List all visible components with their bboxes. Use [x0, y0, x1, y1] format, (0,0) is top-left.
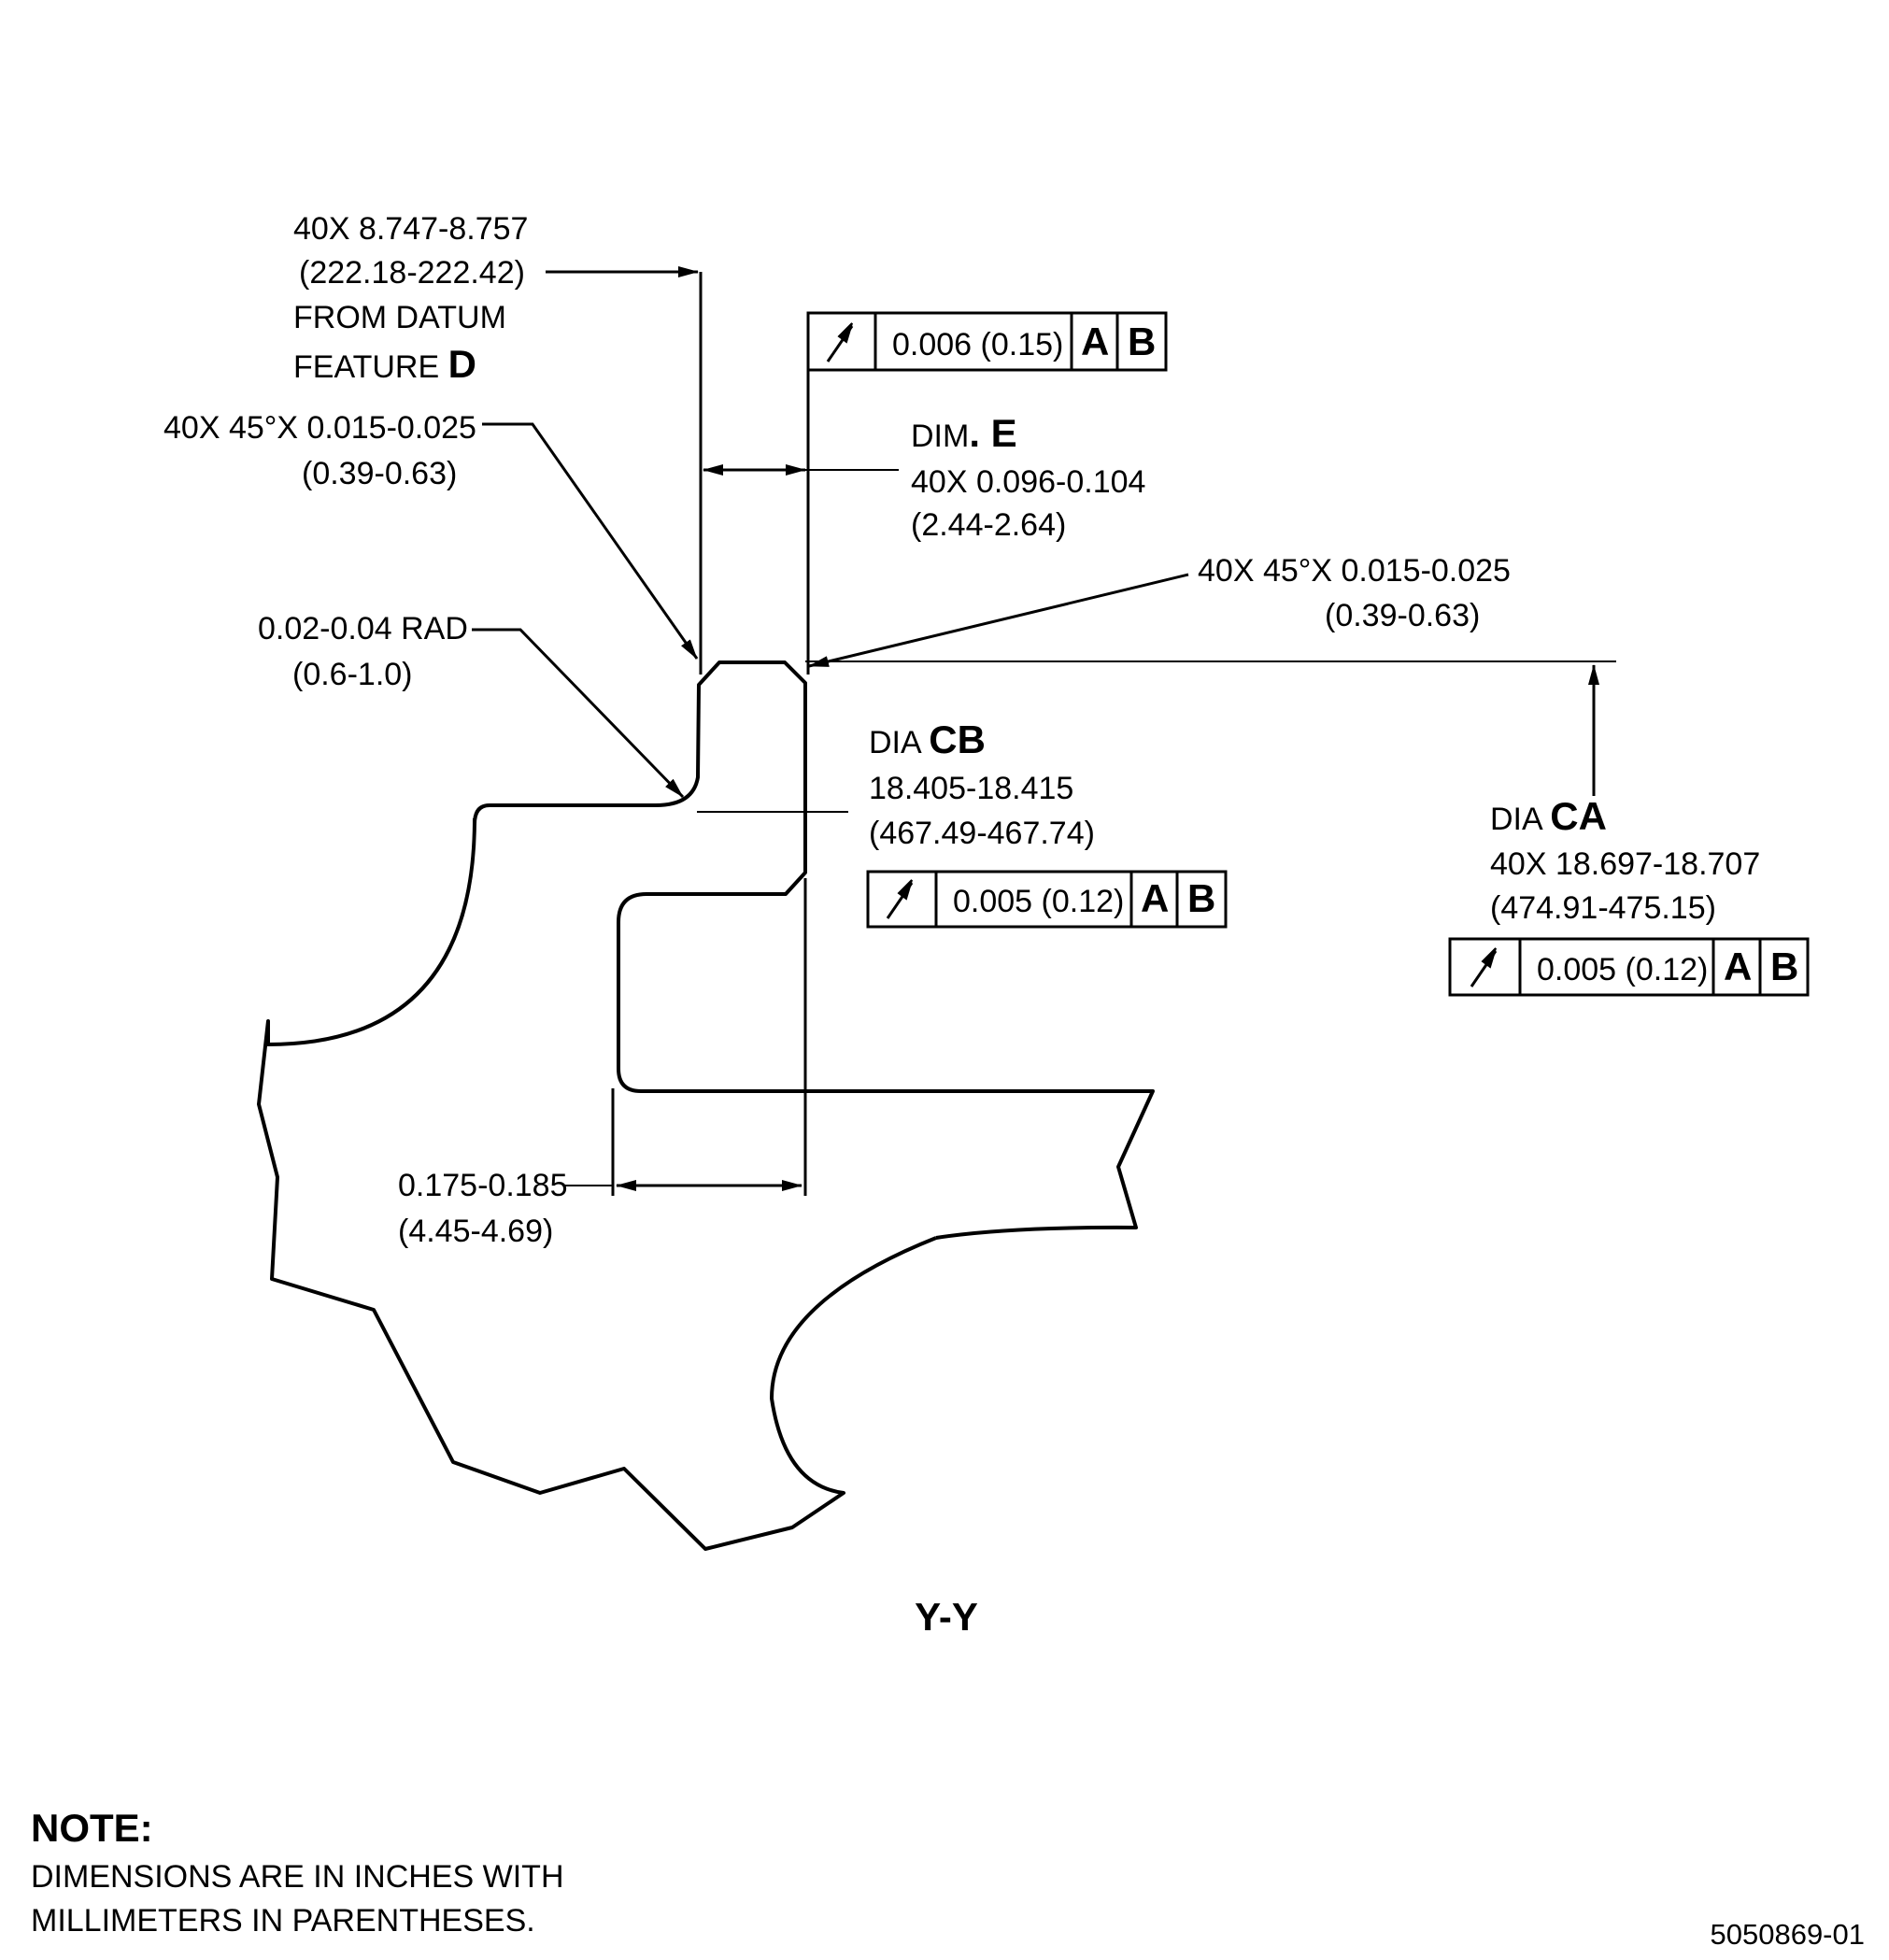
- note: NOTE: DIMENSIONS ARE IN INCHES WITH MILL…: [31, 1806, 564, 1939]
- datum-d-line1: 40X 8.747-8.757: [293, 211, 528, 247]
- dia-cb-prefix: DIA: [869, 725, 929, 760]
- dia-cb-line2: 18.405-18.415: [869, 771, 1073, 806]
- fcf-ca-tolerance: 0.005 (0.12): [1537, 952, 1708, 987]
- chamfer-right-leader: [808, 573, 1189, 668]
- fcf-cb: 0.005 (0.12) A B: [866, 870, 1228, 929]
- datum-d-line2: (222.18-222.42): [299, 255, 525, 291]
- dim-e-prefix: DIM: [911, 419, 969, 454]
- chamfer-left-line1: 40X 45°X 0.015-0.025: [163, 410, 476, 446]
- runout-icon: [826, 322, 854, 362]
- dia-ca-line1: DIA CA: [1490, 794, 1607, 838]
- dim-e-callout: DIM. E 40X 0.096-0.104 (2.44-2.64): [703, 411, 1145, 543]
- note-heading: NOTE:: [31, 1806, 153, 1850]
- dia-ca-line2: 40X 18.697-18.707: [1490, 846, 1760, 882]
- fcf-cb-datum-a: A: [1141, 876, 1169, 920]
- dia-cb-line3: (467.49-467.74): [869, 816, 1095, 851]
- fcf-ca: 0.005 (0.12) A B: [1448, 937, 1810, 997]
- datum-d-callout: 40X 8.747-8.757 (222.18-222.42) FROM DAT…: [293, 211, 703, 675]
- chamfer-left-leader: [482, 422, 699, 660]
- chamfer-right-line1: 40X 45°X 0.015-0.025: [1198, 553, 1511, 589]
- note-line2: MILLIMETERS IN PARENTHESES.: [31, 1903, 535, 1939]
- dim-e-line2: 40X 0.096-0.104: [911, 464, 1145, 500]
- chamfer-left-line2: (0.39-0.63): [302, 456, 457, 491]
- tooth-profile: [473, 660, 1155, 1240]
- datum-d-prefix: FEATURE: [293, 349, 448, 385]
- dia-ca-line3: (474.91-475.15): [1490, 890, 1716, 926]
- dia-ca-letter: CA: [1550, 794, 1607, 838]
- dia-cb-letter: CB: [929, 717, 986, 761]
- radius-leader: [472, 628, 685, 799]
- radius-line2: (0.6-1.0): [292, 657, 413, 692]
- runout-icon: [886, 879, 914, 919]
- chamfer-right-callout: 40X 45°X 0.015-0.025 (0.39-0.63): [808, 553, 1511, 668]
- break-line-left: [257, 817, 937, 1551]
- datum-d-letter: D: [448, 342, 476, 386]
- dim-e-line3: (2.44-2.64): [911, 507, 1066, 543]
- radius-line1: 0.02-0.04 RAD: [258, 611, 468, 646]
- note-line1: DIMENSIONS ARE IN INCHES WITH: [31, 1859, 564, 1895]
- chamfer-left-callout: 40X 45°X 0.015-0.025 (0.39-0.63): [163, 410, 699, 660]
- dia-ca-callout: DIA CA 40X 18.697-18.707 (474.91-475.15): [805, 660, 1760, 926]
- dia-cb-callout: DIA CB 18.405-18.415 (467.49-467.74): [697, 717, 1095, 851]
- fcf-ca-datum-b: B: [1770, 944, 1798, 988]
- dim-e-letter: . E: [969, 411, 1016, 455]
- part-outline: [257, 660, 1155, 1551]
- dia-ca-prefix: DIA: [1490, 802, 1550, 837]
- radius-callout: 0.02-0.04 RAD (0.6-1.0): [258, 611, 685, 799]
- fcf-top-datum-a: A: [1081, 320, 1109, 363]
- runout-icon: [1470, 947, 1498, 987]
- fcf-cb-tolerance: 0.005 (0.12): [953, 884, 1124, 919]
- section-label: Y-Y: [915, 1595, 978, 1639]
- dim-e-line1: DIM. E: [911, 411, 1017, 455]
- width-dimension: 0.175-0.185 (4.45-4.69): [398, 878, 807, 1249]
- fcf-cb-datum-b: B: [1187, 876, 1215, 920]
- fcf-ca-datum-a: A: [1724, 944, 1752, 988]
- fcf-top-datum-b: B: [1128, 320, 1156, 363]
- dia-cb-line1: DIA CB: [869, 717, 986, 761]
- datum-d-line4: FEATURE D: [293, 342, 476, 386]
- datum-d-line3: FROM DATUM: [293, 300, 506, 335]
- figure-id: 5050869-01: [1711, 1918, 1866, 1951]
- width-line1: 0.175-0.185: [398, 1168, 568, 1203]
- fcf-top-tolerance: 0.006 (0.15): [892, 327, 1063, 362]
- width-line2: (4.45-4.69): [398, 1214, 553, 1249]
- fcf-top: 0.006 (0.15) A B: [806, 311, 1168, 675]
- chamfer-right-line2: (0.39-0.63): [1325, 598, 1480, 633]
